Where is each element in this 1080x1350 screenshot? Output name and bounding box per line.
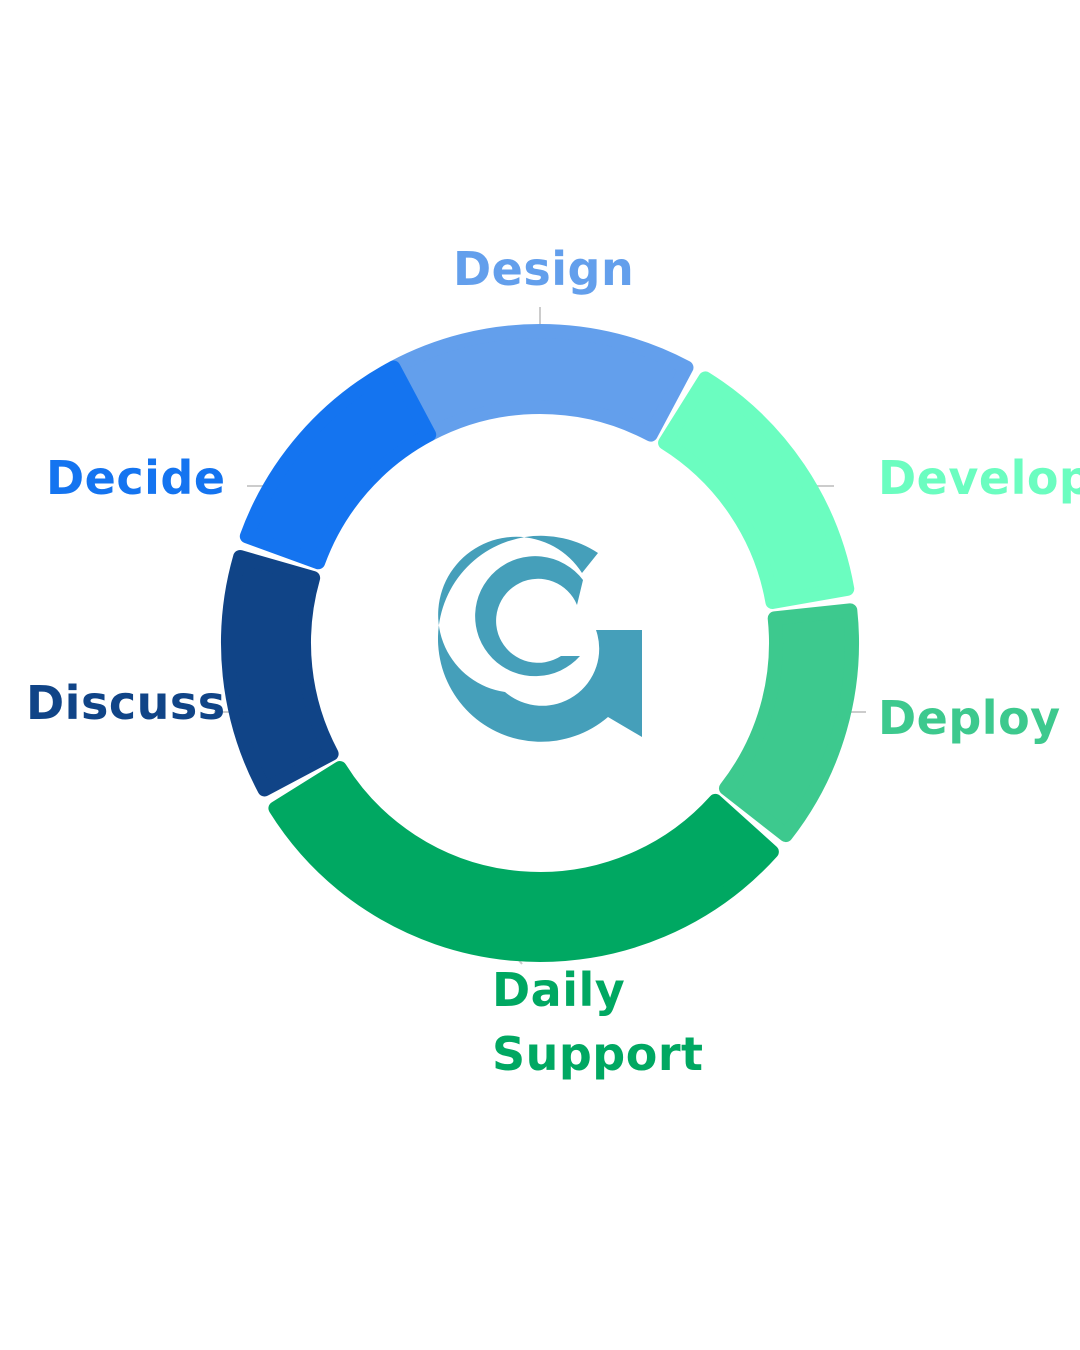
ring-segment-develop — [658, 371, 855, 610]
ring-segment-support — [268, 761, 779, 962]
stage-label-discuss: Discuss — [26, 676, 226, 730]
stage-label-support-line2: Support — [492, 1027, 704, 1081]
g-logo-outer-arc — [437, 535, 642, 742]
ring-segment-decide — [239, 360, 437, 570]
stage-label-support-line1: Daily — [492, 963, 626, 1017]
g-logo-inner-arc — [475, 556, 583, 677]
stage-label-support: Daily Support — [492, 958, 704, 1086]
stage-label-deploy: Deploy — [878, 691, 1061, 745]
stage-label-develop: Develop — [878, 451, 1080, 505]
stage-label-decide: Decide — [46, 451, 226, 505]
cycle-ring — [221, 324, 859, 962]
g-logo-icon — [437, 535, 642, 742]
ring-segment-design — [386, 324, 694, 442]
ring-segment-discuss — [221, 550, 339, 797]
stage-label-design: Design — [453, 242, 635, 296]
ring-segment-deploy — [718, 603, 859, 843]
